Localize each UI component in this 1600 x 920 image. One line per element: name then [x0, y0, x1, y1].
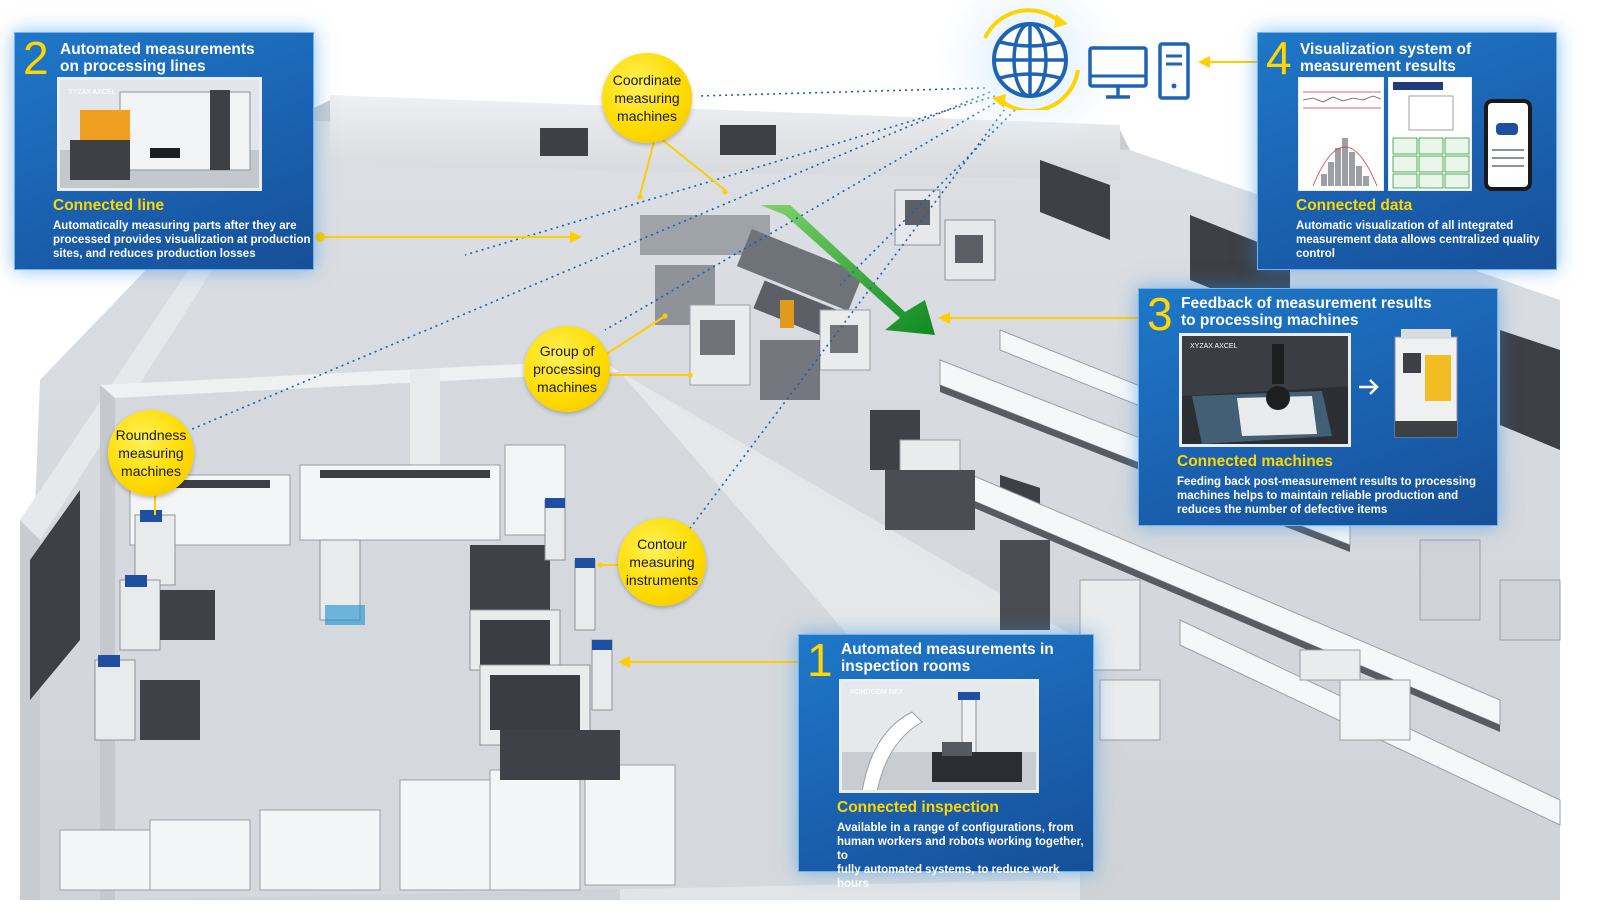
- panel-connected-line: 2 Automated measurements on processing l…: [14, 32, 314, 270]
- panel-subtitle: Connected line: [53, 197, 165, 214]
- panel-connected-inspection: 1 Automated measurements in inspection r…: [798, 634, 1094, 890]
- panel-title-line1: Feedback of measurement results: [1181, 295, 1432, 312]
- globe-icon: [983, 8, 1080, 113]
- desc-line: fully automated systems, to reduce work …: [837, 864, 1060, 890]
- desc-line: reduces the number of defective items: [1177, 504, 1388, 516]
- panel-title-line2: to processing machines: [1181, 312, 1359, 329]
- panel-subtitle: Connected inspection: [837, 799, 999, 816]
- panel-description: Feeding back post-measurement results to…: [1177, 475, 1497, 517]
- bubble-label: Coordinate measuring machines: [612, 72, 682, 124]
- network-connector-lines: [189, 87, 1016, 556]
- desc-line: control: [1296, 248, 1335, 260]
- panel-subtitle: Connected machines: [1177, 453, 1333, 470]
- right-machines: [870, 189, 1561, 741]
- panel-connected-data: 4 Visualization system of measurement re…: [1257, 32, 1557, 270]
- monitor-icon: [1088, 46, 1148, 99]
- network-icon-group: [960, 0, 1210, 113]
- bubble-label: Group of processing machines: [533, 343, 601, 395]
- desc-line: measurement data allows centralized qual…: [1296, 234, 1540, 246]
- desc-line: Feeding back post-measurement results to…: [1177, 476, 1477, 488]
- shot-label: XYZAX AXCEL: [68, 89, 116, 96]
- panel-title-line2: on processing lines: [60, 58, 206, 75]
- panel-number: 3: [1147, 288, 1173, 340]
- panel-title-line2: inspection rooms: [841, 658, 971, 675]
- inspection-room-wall: [100, 360, 620, 398]
- panel-connected-machines: 3 Feedback of measurement results to pro…: [1138, 288, 1498, 526]
- desc-line: sites, and reduces production losses: [53, 248, 256, 260]
- roundness-machines: [94, 510, 215, 741]
- panel-number: 4: [1266, 32, 1292, 84]
- shot-label: XYZAX AXCEL: [1190, 343, 1238, 350]
- bubble-group-of-processing-machines: Group of processing machines: [524, 326, 610, 412]
- panel-screenshot-report-chart: [1298, 77, 1384, 191]
- desc-line: Available in a range of configurations, …: [837, 822, 1074, 834]
- panel-screenshot-inspection: RONDCOM NEX: [839, 679, 1039, 793]
- desc-line: Automatically measuring parts after they…: [53, 220, 297, 232]
- desc-line: processed provides visualization at prod…: [53, 234, 311, 246]
- server-tower-icon: [1158, 42, 1190, 100]
- bubble-label: Contour measuring instruments: [625, 536, 699, 588]
- panel-description: Automatically measuring parts after they…: [53, 219, 311, 261]
- processing-machine-image: [1389, 325, 1469, 447]
- desc-line: human workers and robots working togethe…: [837, 836, 1084, 862]
- desc-line: machines helps to maintain reliable prod…: [1177, 490, 1459, 502]
- smartphone-icon: [1484, 99, 1532, 191]
- panel-screenshot-dashboard: [1388, 77, 1472, 191]
- panel-description: Available in a range of configurations, …: [837, 821, 1093, 891]
- panel-title-line1: Visualization system of: [1300, 41, 1472, 58]
- panel-number: 2: [23, 32, 49, 84]
- panel-title-line1: Automated measurements: [60, 41, 255, 58]
- panel-title-line1: Automated measurements in: [841, 641, 1054, 658]
- bubble-coordinate-measuring-machines: Coordinate measuring machines: [602, 53, 692, 143]
- panel-screenshot-measurement: XYZAX AXCEL: [1179, 333, 1351, 447]
- bubble-label: Roundness measuring machines: [115, 427, 187, 479]
- contour-machines: [319, 498, 620, 780]
- panel-screenshot-coordinate-machine: XYZAX AXCEL: [57, 77, 262, 191]
- panel-subtitle: Connected data: [1296, 197, 1413, 214]
- bubble-roundness-measuring-machines: Roundness measuring machines: [108, 410, 194, 496]
- desc-line: Automatic visualization of all integrate…: [1296, 220, 1514, 232]
- panel-number: 1: [807, 634, 833, 686]
- panel-description: Automatic visualization of all integrate…: [1296, 219, 1554, 261]
- arrow-right-icon: [1357, 375, 1381, 399]
- green-flow-arrow: [760, 205, 935, 335]
- panel-title-line2: measurement results: [1300, 58, 1456, 75]
- shot-label: RONDCOM NEX: [850, 689, 904, 696]
- bubble-contour-measuring-instruments: Contour measuring instruments: [618, 518, 706, 606]
